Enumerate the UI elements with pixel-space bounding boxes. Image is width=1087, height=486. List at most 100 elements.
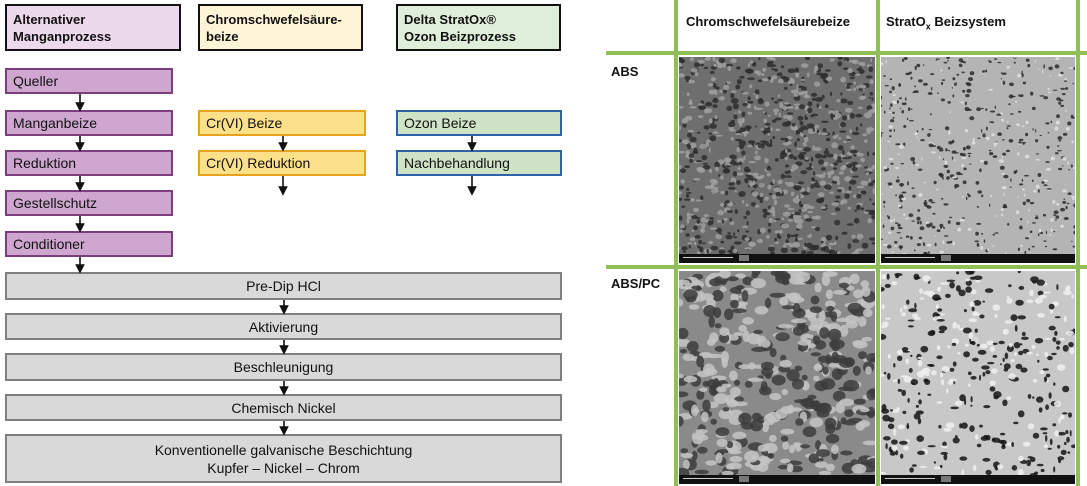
sem-texture-speck <box>706 338 716 346</box>
sem-texture-speck <box>725 63 733 67</box>
sem-texture-speck <box>780 406 793 414</box>
sem-texture-speck <box>1066 436 1070 443</box>
sem-texture-speck <box>717 219 722 223</box>
sem-texture-speck <box>939 372 944 378</box>
sem-texture-speck <box>780 435 789 442</box>
sem-texture-speck <box>711 219 714 225</box>
sem-texture-speck <box>809 306 823 313</box>
sem-texture-speck <box>992 245 995 248</box>
sem-texture-speck <box>766 172 771 177</box>
sem-texture-speck <box>863 211 869 214</box>
sem-texture-speck <box>932 212 936 215</box>
sem-texture-speck <box>710 77 716 82</box>
sem-texture-speck <box>731 308 747 314</box>
sem-texture-speck <box>679 106 684 109</box>
sem-texture-speck <box>788 170 791 174</box>
sem-texture-speck <box>792 242 800 248</box>
sem-texture-speck <box>820 132 829 136</box>
sem-texture-speck <box>881 304 885 310</box>
sem-texture-speck <box>1054 316 1061 319</box>
sem-texture-speck <box>821 155 827 159</box>
sem-texture-speck <box>1057 431 1066 436</box>
sem-texture-speck <box>894 245 897 248</box>
sem-texture-speck <box>889 129 892 132</box>
sem-texture-speck <box>852 175 859 178</box>
sem-texture-speck <box>910 108 913 110</box>
sem-texture-speck <box>827 328 842 341</box>
sem-texture-speck <box>1062 132 1068 136</box>
sem-texture-speck <box>977 190 982 194</box>
sem-texture-speck <box>732 163 735 166</box>
sem-texture-speck <box>1073 67 1075 70</box>
sem-texture-speck <box>1000 363 1002 366</box>
sem-texture-speck <box>702 399 711 412</box>
sem-texture-speck <box>934 235 936 238</box>
sem-texture-speck <box>908 120 914 122</box>
sem-texture-speck <box>1070 164 1073 168</box>
sem-texture-speck <box>721 356 728 368</box>
sem-texture-speck <box>853 289 863 299</box>
sem-texture-speck <box>679 139 682 143</box>
sem-texture-speck <box>906 299 910 305</box>
sem-texture-speck <box>926 243 932 247</box>
sem-texture-speck <box>896 100 899 104</box>
sem-texture-speck <box>776 232 780 239</box>
sem-texture-speck <box>849 179 857 185</box>
sem-texture-speck <box>825 234 833 241</box>
sem-texture-speck <box>1045 434 1048 442</box>
sem-texture-speck <box>742 317 754 325</box>
sem-texture-speck <box>829 57 835 62</box>
sem-texture-speck <box>895 143 901 146</box>
sem-texture-speck <box>839 57 844 60</box>
sem-row2-label: ABS/PC <box>611 276 661 291</box>
sem-texture-speck <box>881 334 887 340</box>
sem-texture-speck <box>755 94 759 100</box>
header-manganese-text: Alternativer Manganprozess <box>13 11 112 44</box>
sem-texture-speck <box>838 386 854 392</box>
sem-texture-speck <box>718 57 726 63</box>
sem-texture-speck <box>795 418 804 426</box>
sem-texture-speck <box>883 436 891 441</box>
sem-texture-speck <box>807 107 813 114</box>
sem-texture-speck <box>921 128 924 131</box>
sem-texture-speck <box>778 78 784 84</box>
header-ozone-text: Delta StratOx® Ozon Beizprozess <box>404 11 516 44</box>
sem-texture-speck <box>970 289 977 295</box>
sem-texture-speck <box>739 127 747 132</box>
grid-line-h1 <box>606 51 1087 55</box>
sem-texture-speck <box>698 239 703 245</box>
sem-texture-speck <box>896 232 901 234</box>
sem-texture-speck <box>959 219 965 222</box>
sem-texture-speck <box>806 186 810 193</box>
sem-texture-speck <box>928 143 934 148</box>
sem-texture-speck <box>766 143 773 147</box>
sem-texture-speck <box>771 97 774 100</box>
sem-texture-speck <box>762 140 769 146</box>
sem-texture-speck <box>767 228 772 233</box>
sem-texture-speck <box>860 95 866 99</box>
sem-texture-speck <box>1010 359 1015 363</box>
sem-texture-speck <box>782 115 790 119</box>
sem-texture-speck <box>910 236 913 240</box>
sem-texture-speck <box>694 469 709 475</box>
sem-texture-speck <box>687 144 692 150</box>
sem-texture-speck <box>732 103 739 110</box>
sem-texture-speck <box>712 82 717 88</box>
sem-texture-speck <box>747 333 761 345</box>
sem-texture-speck <box>899 199 903 203</box>
sem-texture-speck <box>976 107 982 112</box>
sem-texture-speck <box>807 128 814 133</box>
sem-texture-speck <box>1021 125 1025 128</box>
sem-texture-speck <box>907 325 914 328</box>
sem-texture-speck <box>689 99 693 106</box>
sem-texture-speck <box>724 308 734 321</box>
sem-texture-speck <box>1021 336 1029 340</box>
sem-texture-speck <box>1047 87 1050 90</box>
sem-texture-speck <box>1056 346 1060 350</box>
sem-texture-speck <box>706 248 709 254</box>
sem-texture-speck <box>725 200 730 204</box>
sem-texture-speck <box>723 217 728 221</box>
sem-texture-speck <box>689 142 697 148</box>
sem-texture-speck <box>709 227 718 230</box>
sem-texture-speck <box>768 192 773 196</box>
